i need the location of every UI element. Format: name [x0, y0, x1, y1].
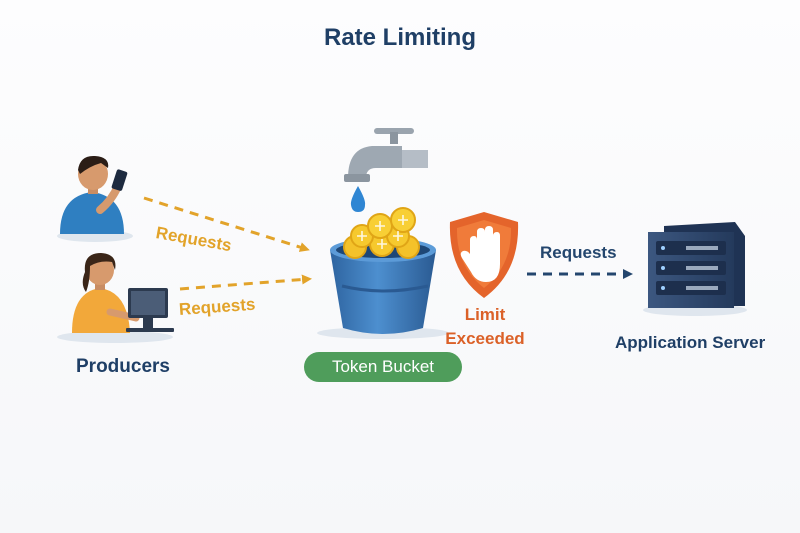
producer-computer-user-icon — [57, 253, 174, 343]
request-arrow-2 — [179, 274, 312, 291]
water-drop-icon — [350, 186, 366, 212]
request-arrow-1 — [143, 196, 310, 252]
server-request-label: Requests — [540, 243, 617, 262]
page-title: Rate Limiting — [323, 24, 476, 51]
application-server-label: Application Server — [615, 333, 766, 352]
limit-exceeded-label: Limit Exceeded — [430, 303, 540, 351]
producer-phone-user-icon — [57, 155, 133, 242]
faucet-icon — [344, 128, 428, 182]
server-icon — [643, 222, 747, 316]
producers-label: Producers — [76, 356, 170, 377]
limit-label-line-1: Limit — [464, 305, 506, 324]
limit-label-line-2: Exceeded — [445, 329, 525, 348]
token-bucket-label: Token Bucket — [304, 352, 462, 382]
stop-hand-icon — [460, 226, 500, 282]
token-coins-icon — [343, 207, 420, 259]
